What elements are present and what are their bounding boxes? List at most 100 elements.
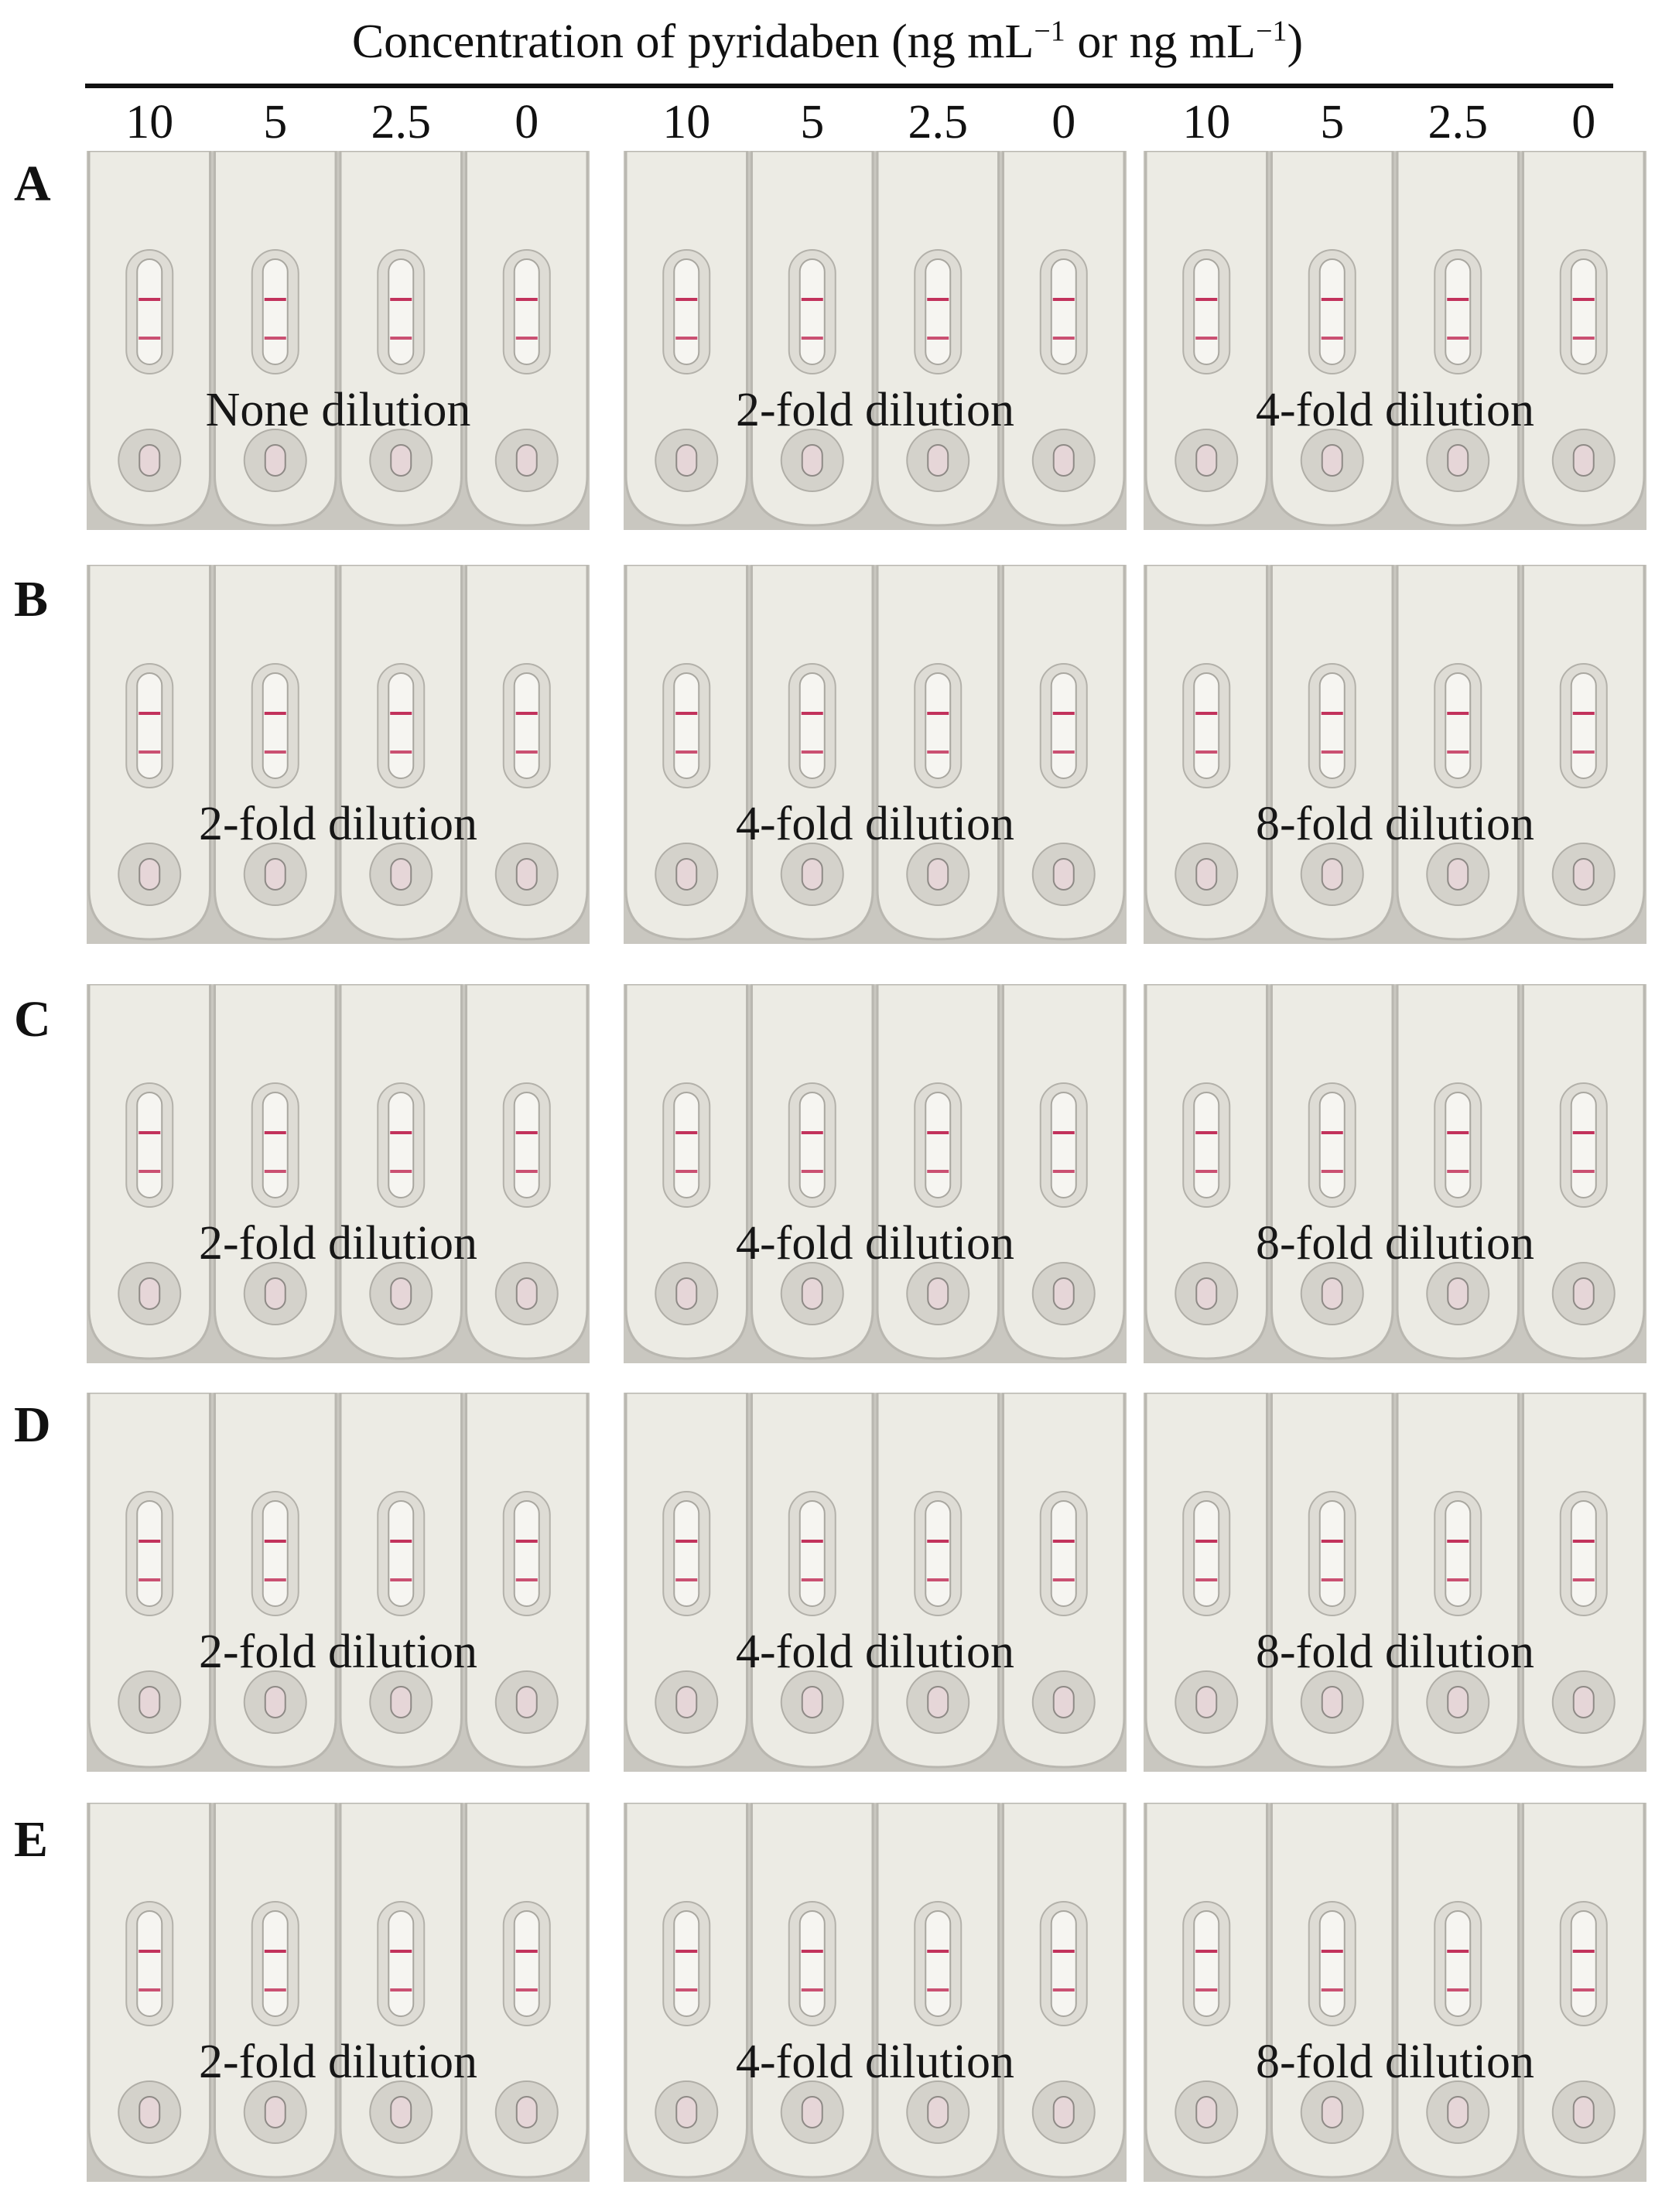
test-strip (876, 984, 1000, 1360)
result-window (673, 1910, 700, 2017)
test-strip-panel: None dilution (87, 151, 590, 530)
test-strip-panel: 8-fold dilution (1144, 984, 1646, 1363)
result-window (513, 1500, 540, 1607)
control-line (1447, 1131, 1469, 1134)
control-line (1572, 298, 1595, 301)
test-line (1195, 1578, 1218, 1581)
sample-hole (1052, 1277, 1075, 1310)
dilution-label: 4-fold dilution (736, 1217, 1014, 1270)
control-line (1572, 1950, 1595, 1953)
test-line (515, 1988, 538, 1991)
result-window (1318, 1092, 1346, 1198)
test-line (675, 750, 698, 754)
test-strip (1396, 984, 1520, 1360)
control-line (1572, 712, 1595, 715)
dilution-label: 2-fold dilution (199, 2036, 477, 2088)
control-line (801, 712, 823, 715)
sample-hole (1195, 1277, 1218, 1310)
result-window (1445, 672, 1472, 779)
test-strip (1396, 565, 1520, 941)
test-strip (465, 984, 589, 1360)
test-line (390, 1170, 412, 1173)
test-line (1447, 750, 1469, 754)
test-strip (87, 1803, 211, 2179)
control-line (927, 1950, 949, 1953)
test-line (1321, 750, 1343, 754)
control-line (1447, 298, 1469, 301)
test-strip-panel: 8-fold dilution (1144, 1393, 1646, 1772)
sample-hole (390, 1686, 412, 1718)
test-line (515, 1170, 538, 1173)
sample-hole (1321, 444, 1343, 477)
result-window (798, 258, 826, 365)
test-strip (1144, 151, 1268, 527)
test-strip (87, 151, 211, 527)
test-strip (465, 565, 589, 941)
control-line (138, 1950, 161, 1953)
test-strip (339, 984, 463, 1360)
test-line (390, 1988, 412, 1991)
sample-hole (264, 444, 286, 477)
test-line (801, 1170, 823, 1173)
control-line (1052, 712, 1075, 715)
test-strip-panel: 8-fold dilution (1144, 1803, 1646, 2182)
sample-hole (1321, 2096, 1343, 2128)
control-line (1321, 1540, 1343, 1543)
test-line (515, 750, 538, 754)
test-strip (1522, 565, 1646, 941)
test-strip (751, 1393, 874, 1769)
result-window (798, 1910, 826, 2017)
test-strip (1002, 1803, 1126, 2179)
result-window (388, 1092, 415, 1198)
control-line (390, 1131, 412, 1134)
concentration-label: 2.5 (1428, 96, 1489, 149)
header-rule (85, 84, 1613, 88)
sample-hole (801, 2096, 823, 2128)
test-line (801, 1578, 823, 1581)
result-window (1570, 1910, 1597, 2017)
concentration-label: 10 (1182, 96, 1231, 149)
sample-hole (1447, 444, 1469, 477)
sample-hole (927, 444, 949, 477)
test-line (1321, 1578, 1343, 1581)
dilution-label: 4-fold dilution (736, 2036, 1014, 2088)
test-line (1052, 750, 1075, 754)
test-strip (624, 151, 748, 527)
control-line (515, 712, 538, 715)
concentration-label: 5 (263, 96, 288, 149)
test-strip (1270, 565, 1394, 941)
test-strip-panel: 8-fold dilution (1144, 565, 1646, 944)
test-strip-panel: 2-fold dilution (87, 984, 590, 1363)
sample-hole (1052, 444, 1075, 477)
test-strip (876, 1803, 1000, 2179)
test-line (675, 1988, 698, 1991)
test-line (1195, 750, 1218, 754)
test-line (1572, 337, 1595, 340)
test-line (138, 750, 161, 754)
control-line (390, 1950, 412, 1953)
test-strip (1522, 1803, 1646, 2179)
test-strip-panel: 2-fold dilution (87, 1393, 590, 1772)
result-window (1193, 1500, 1220, 1607)
result-window (136, 1910, 163, 2017)
test-line (1572, 1988, 1595, 1991)
sample-hole (138, 1686, 161, 1718)
test-line (1447, 337, 1469, 340)
sample-hole (390, 1277, 412, 1310)
dilution-label: 2-fold dilution (736, 384, 1014, 436)
dilution-label: 2-fold dilution (199, 1626, 477, 1678)
control-line (675, 1540, 698, 1543)
test-strip (876, 1393, 1000, 1769)
test-line (1321, 1170, 1343, 1173)
control-line (927, 298, 949, 301)
test-line (927, 337, 949, 340)
test-line (1195, 1988, 1218, 1991)
test-strip (876, 151, 1000, 527)
control-line (801, 1131, 823, 1134)
test-strip-panel: 4-fold dilution (624, 1803, 1127, 2182)
control-line (1321, 712, 1343, 715)
figure-title: Concentration of pyridaben (ng mL−1 or n… (351, 15, 1304, 68)
sample-hole (1572, 444, 1595, 477)
test-strip (339, 565, 463, 941)
test-strip (1144, 565, 1268, 941)
